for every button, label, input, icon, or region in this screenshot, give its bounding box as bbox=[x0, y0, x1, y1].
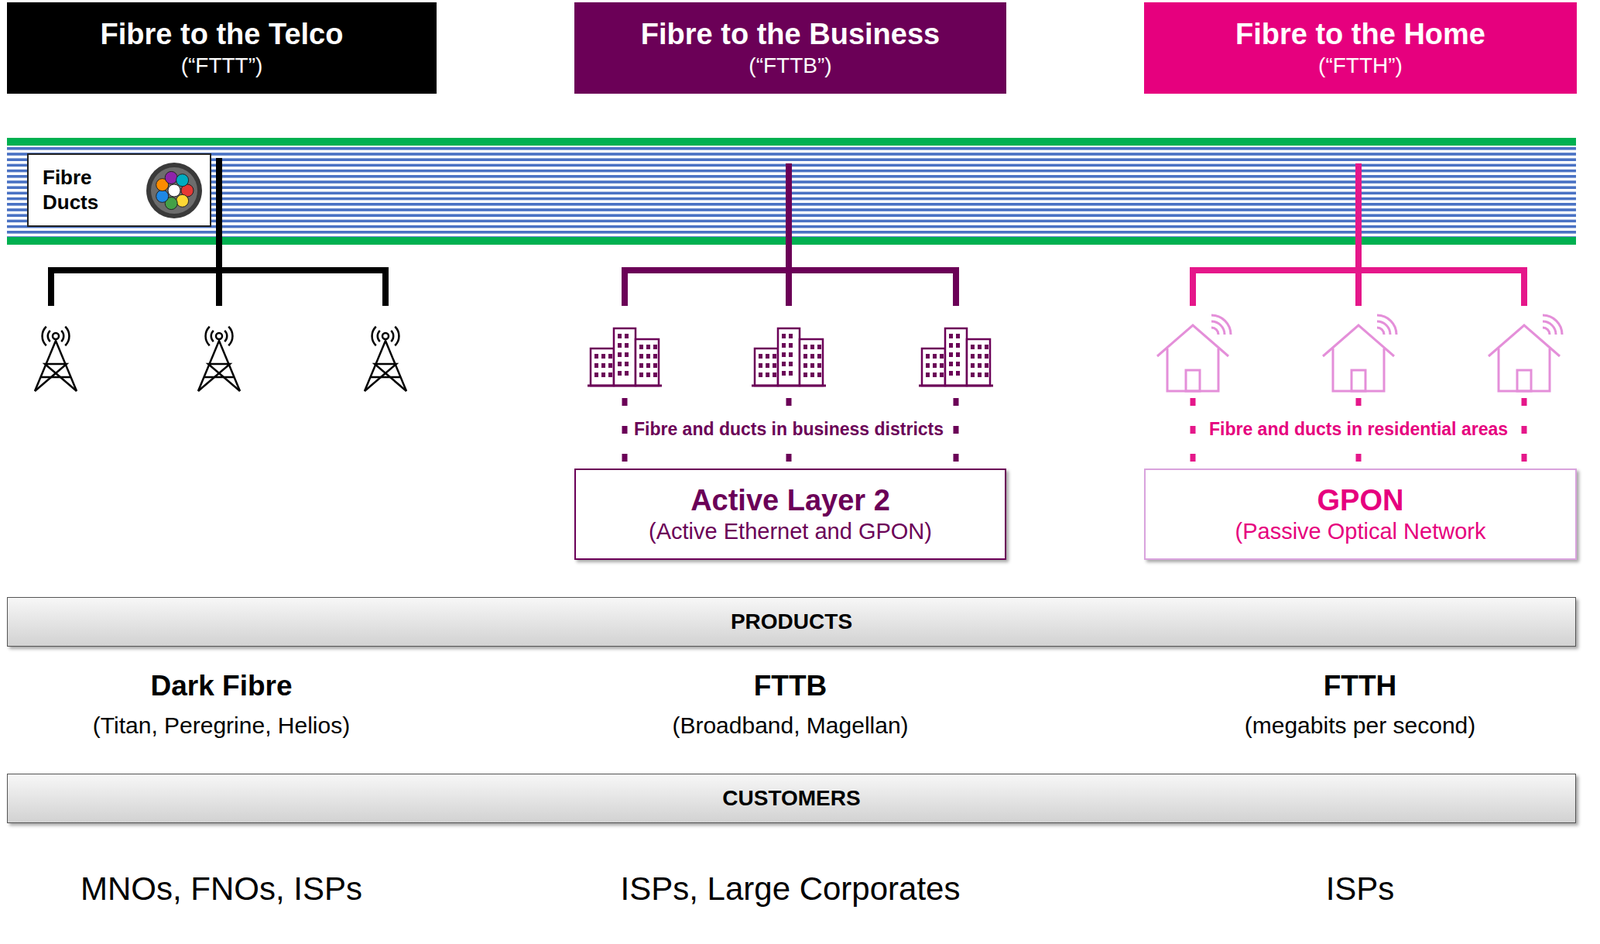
house-icon bbox=[1322, 315, 1397, 391]
house-icon bbox=[1488, 315, 1563, 391]
box-subtitle: (“FTTH”) bbox=[1318, 52, 1403, 79]
layer-box: Active Layer 2(Active Ethernet and GPON) bbox=[574, 468, 1007, 560]
customer-list: ISPs, Large Corporates bbox=[620, 869, 961, 908]
box-title: PRODUCTS bbox=[730, 608, 853, 635]
dashed-drop bbox=[953, 397, 960, 469]
product-detail: (Broadband, Magellan) bbox=[671, 711, 908, 740]
box-title: Active Layer 2 bbox=[690, 483, 891, 519]
box-subtitle: (Active Ethernet and GPON) bbox=[648, 517, 932, 545]
box-title: CUSTOMERS bbox=[722, 784, 860, 812]
product-detail: (Titan, Peregrine, Helios) bbox=[92, 711, 350, 740]
layout bbox=[6, 137, 1577, 469]
drop-line bbox=[1355, 270, 1362, 306]
tower-icon bbox=[198, 326, 240, 391]
product-name: FTTB bbox=[753, 668, 828, 703]
product-name: Dark Fibre bbox=[150, 668, 292, 703]
dashed-drop bbox=[1521, 397, 1528, 469]
box-title: Fibre Ducts bbox=[42, 165, 120, 214]
trunk-line bbox=[215, 157, 223, 271]
box-subtitle: (“FTTT”) bbox=[181, 52, 264, 79]
band-edge bbox=[6, 137, 1577, 146]
dashed-drop bbox=[1190, 397, 1196, 469]
district-label: Fibre and ducts in residential areas bbox=[1204, 417, 1513, 442]
legend-box: Fibre Ducts bbox=[27, 153, 212, 227]
building-icon bbox=[918, 328, 994, 386]
trunk-line bbox=[785, 163, 792, 271]
box-subtitle: (“FTTB”) bbox=[748, 52, 832, 79]
drop-line bbox=[215, 270, 223, 306]
drop-line bbox=[382, 270, 389, 306]
product-name: FTTH bbox=[1323, 668, 1398, 703]
building-icon bbox=[587, 328, 662, 386]
box-title: GPON bbox=[1317, 483, 1405, 519]
customer-list: ISPs bbox=[1325, 869, 1395, 908]
header-box: Fibre to the Business(“FTTB”) bbox=[574, 2, 1007, 94]
duct-icon bbox=[143, 159, 206, 222]
drop-line bbox=[47, 270, 55, 306]
drop-line bbox=[952, 270, 960, 306]
box-subtitle: (Passive Optical Network bbox=[1235, 517, 1487, 545]
layer-box: GPON(Passive Optical Network bbox=[1144, 468, 1577, 560]
section-bar: PRODUCTS bbox=[6, 596, 1577, 647]
district-label: Fibre and ducts in business districts bbox=[629, 417, 949, 442]
building-icon bbox=[751, 328, 826, 386]
tower-icon bbox=[34, 326, 77, 391]
drop-line bbox=[785, 270, 792, 306]
box-title: Fibre to the Home bbox=[1235, 17, 1486, 53]
header-box: Fibre to the Home(“FTTH”) bbox=[1144, 2, 1577, 94]
drop-line bbox=[1189, 270, 1196, 306]
product-detail: (megabits per second) bbox=[1244, 711, 1476, 740]
customer-list: MNOs, FNOs, ISPs bbox=[80, 869, 363, 908]
dashed-drop bbox=[622, 397, 628, 469]
header-box: Fibre to the Telco(“FTTT”) bbox=[6, 2, 437, 94]
drop-line bbox=[1521, 270, 1528, 306]
trunk-line bbox=[1355, 163, 1362, 271]
box-title: Fibre to the Business bbox=[640, 17, 940, 53]
fibre-branch bbox=[1189, 163, 1528, 306]
fibre-branch bbox=[621, 163, 960, 306]
section-bar: CUSTOMERS bbox=[6, 773, 1577, 823]
drop-line bbox=[621, 270, 628, 306]
house-icon bbox=[1157, 315, 1231, 391]
box-title: Fibre to the Telco bbox=[100, 17, 344, 53]
tower-icon bbox=[364, 326, 407, 391]
